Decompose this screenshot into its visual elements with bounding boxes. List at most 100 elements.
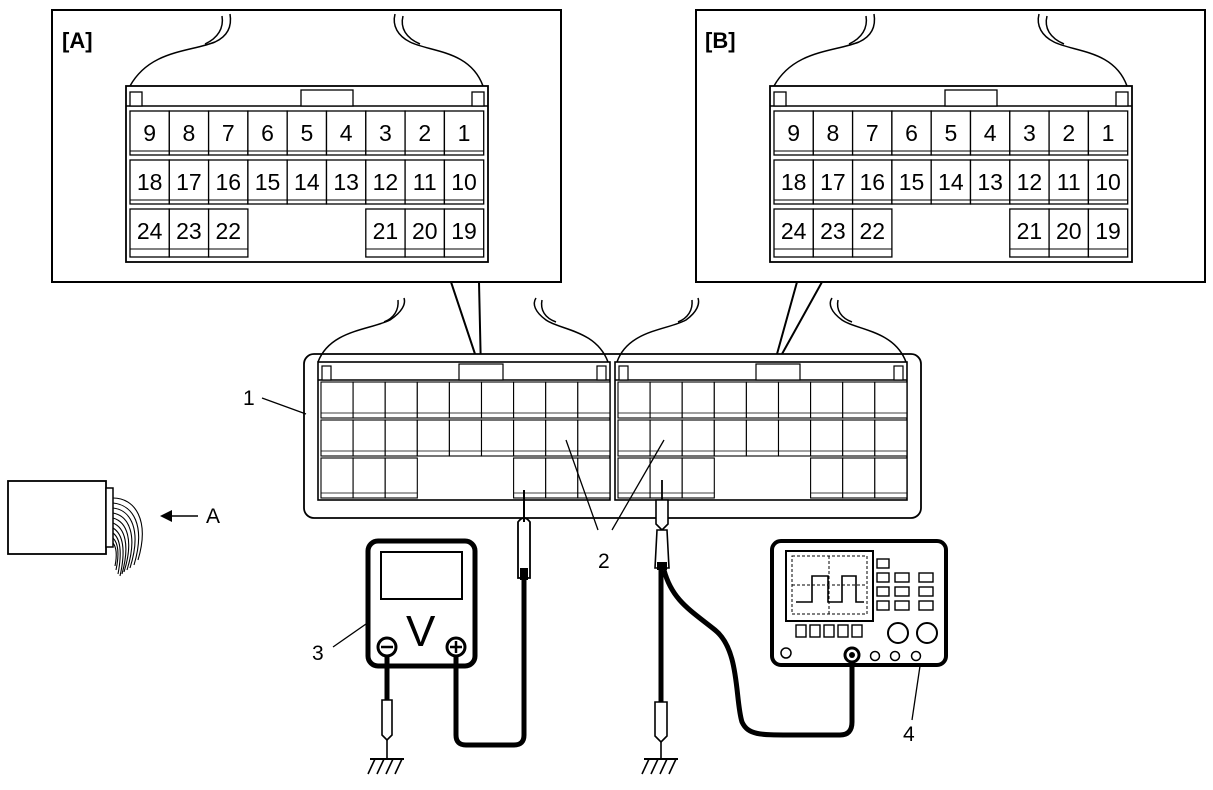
pin-cell [168, 159, 210, 205]
ecm-pin-cell [448, 419, 483, 457]
pin-cell [286, 110, 328, 156]
ecm-pin-cell [874, 381, 908, 419]
ecm-pin-cell [842, 381, 876, 419]
pin-cell [404, 110, 446, 156]
pin-cell [129, 159, 170, 205]
panel-b-pointer [771, 281, 824, 373]
ground-symbol-right [641, 758, 678, 775]
callout-4: 4 [903, 723, 915, 746]
pin-number-b: 13 [977, 169, 1003, 195]
ecm-pin-cell [545, 419, 579, 457]
pin-number-a: 22 [215, 218, 241, 244]
ecm-pin-cell [649, 381, 683, 419]
pin-number-b: 11 [1057, 169, 1081, 195]
pin-number-a: 21 [373, 218, 399, 244]
pin-number-a: 4 [340, 120, 353, 146]
pin-number-a: 17 [176, 169, 202, 195]
pin-number-a: 3 [379, 120, 392, 146]
pin-number-b: 10 [1095, 169, 1121, 195]
pin-number-b: 20 [1056, 218, 1082, 244]
pin-cell [443, 159, 485, 205]
pin-number-a: 19 [451, 218, 477, 244]
pin-number-a: 20 [412, 218, 438, 244]
pin-number-b: 12 [1017, 169, 1043, 195]
pin-number-a: 12 [373, 169, 399, 195]
pin-cell [1009, 159, 1050, 205]
ecm-pin-cell [810, 381, 844, 419]
callout-a: A [206, 505, 220, 528]
pin-number-b: 6 [905, 120, 918, 146]
ecm-pin-cell [713, 381, 747, 419]
voltmeter: V [365, 538, 478, 669]
pin-number-b: 17 [820, 169, 846, 195]
ecm-pin-cell [649, 457, 683, 499]
harness-connector-side-view [7, 480, 143, 577]
pin-cell [773, 159, 814, 205]
ecm-pin-cell [577, 457, 611, 499]
voltmeter-symbol: V [406, 607, 436, 656]
ecm-pin-cell [745, 419, 780, 457]
pin-number-a: 2 [418, 120, 431, 146]
callout-2: 2 [598, 550, 610, 573]
ecm-pin-cell [681, 381, 715, 419]
pin-number-b: 18 [781, 169, 807, 195]
ecm-pin-cell [352, 381, 386, 419]
ecm-pin-cell [545, 381, 579, 419]
square-wave-signal [796, 575, 864, 603]
panel-b-label: [B] [705, 28, 736, 53]
pin-number-b: 23 [820, 218, 846, 244]
ecm-pin-cell [320, 419, 354, 457]
pin-number-a: 13 [333, 169, 359, 195]
pin-number-b: 19 [1095, 218, 1121, 244]
pin-cell [851, 159, 893, 205]
knob-left-icon [887, 622, 909, 644]
pin-number-b: 5 [944, 120, 957, 146]
ecm-pin-cell [513, 457, 547, 499]
ecm-pin-cell [745, 381, 780, 419]
panel-a-label: [A] [62, 28, 93, 53]
ecm-pin-cell [777, 381, 812, 419]
ecm-pin-cell [842, 419, 876, 457]
pin-number-b: 8 [827, 120, 840, 146]
pin-number-a: 11 [413, 169, 437, 195]
ecm-pin-cell [810, 457, 844, 499]
callout-3: 3 [312, 642, 324, 665]
ecm-pin-cell [577, 419, 611, 457]
ecm-pin-cell [874, 457, 908, 499]
pin-cell [365, 110, 406, 156]
pin-number-b: 21 [1017, 218, 1043, 244]
ecm-pin-cell [617, 419, 651, 457]
ecm-pin-cell [384, 457, 418, 499]
ecm-pin-cell [681, 419, 715, 457]
pin-cell [891, 159, 932, 205]
pin-number-a: 8 [183, 120, 196, 146]
pin-number-a: 7 [222, 120, 235, 146]
pin-cell [891, 110, 932, 156]
ecm-pin-cell [384, 381, 418, 419]
ecm-pin-cell [320, 381, 354, 419]
pin-number-b: 9 [787, 120, 800, 146]
ecm-connector [303, 297, 922, 519]
oscilloscope [770, 539, 948, 667]
pin-cell [812, 110, 854, 156]
callout-1: 1 [243, 387, 255, 410]
ecm-pin-cell [320, 457, 354, 499]
pin-number-b: 2 [1062, 120, 1075, 146]
pin-number-a: 1 [458, 120, 471, 146]
pin-cell [773, 110, 814, 156]
pin-cell [443, 110, 485, 156]
ecm-pin-cell [874, 419, 908, 457]
pin-cell [247, 159, 288, 205]
ecm-pin-cell [480, 381, 515, 419]
ecm-pin-cell [513, 381, 547, 419]
pin-number-b: 22 [859, 218, 885, 244]
panel-a-pointer [449, 281, 482, 373]
ecm-pin-cell [842, 457, 876, 499]
ecm-pin-cell [480, 419, 515, 457]
pin-cell [1048, 159, 1090, 205]
